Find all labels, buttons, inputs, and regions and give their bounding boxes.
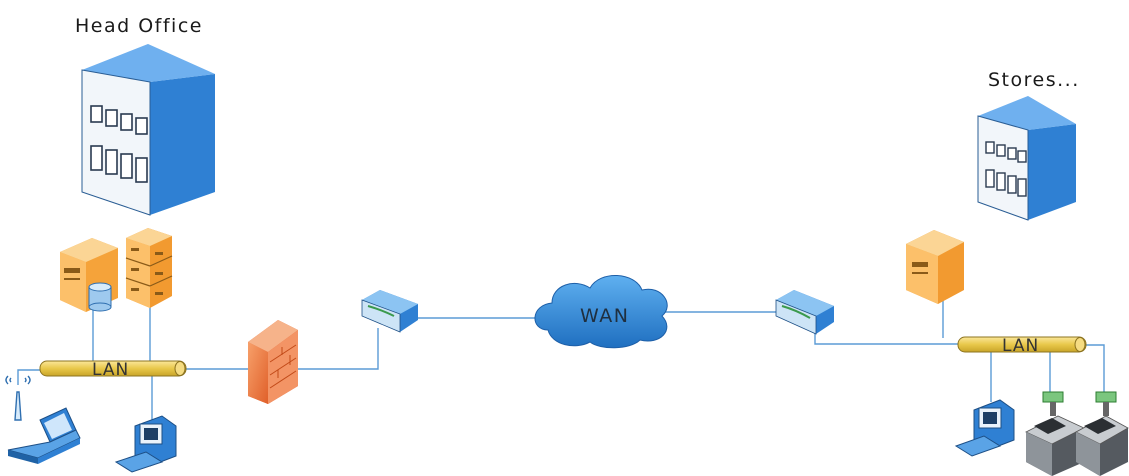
lan-label-stores: LAN bbox=[1002, 336, 1039, 356]
wireless-access-point-icon bbox=[5, 375, 31, 421]
router-icon bbox=[361, 290, 418, 333]
database-icon bbox=[88, 282, 112, 312]
desktop-computer-icon bbox=[954, 399, 1015, 457]
server-tower-icon bbox=[906, 230, 964, 304]
lan-label-head-office: LAN bbox=[92, 360, 129, 380]
connection-links bbox=[17, 300, 1105, 420]
desktop-computer-icon bbox=[114, 415, 177, 473]
firewall-icon bbox=[248, 320, 298, 404]
lan-bus-stores: LAN bbox=[957, 336, 1087, 356]
office-building-icon bbox=[81, 44, 215, 216]
server-rack-icon bbox=[125, 228, 173, 308]
pos-terminal-icon bbox=[1025, 391, 1085, 476]
cloud-icon: WAN bbox=[534, 275, 668, 349]
lan-bus-head-office: LAN bbox=[39, 360, 187, 380]
laptop-icon bbox=[7, 407, 81, 464]
store-building-icon bbox=[977, 96, 1076, 221]
router-icon bbox=[775, 290, 834, 335]
stores-label: Stores... bbox=[988, 69, 1080, 91]
head-office-label: Head Office bbox=[75, 15, 203, 37]
wan-label: WAN bbox=[580, 305, 629, 327]
server-tower-icon bbox=[60, 238, 118, 312]
pos-terminal-icon bbox=[1075, 391, 1129, 476]
